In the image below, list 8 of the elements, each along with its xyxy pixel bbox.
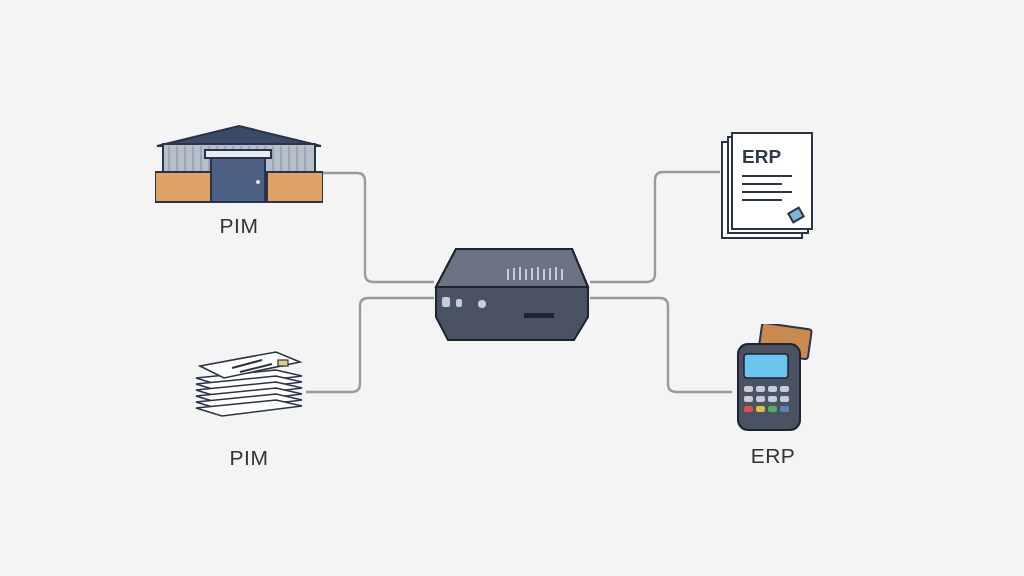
connector-line (590, 170, 720, 284)
connector-line (306, 296, 434, 394)
connector-line (323, 171, 434, 284)
node-label: PIM (219, 214, 259, 238)
node-label: PIM (229, 446, 269, 470)
node-label: ERP (750, 444, 796, 468)
document-title: ERP (742, 146, 782, 168)
connector-line (590, 296, 732, 394)
